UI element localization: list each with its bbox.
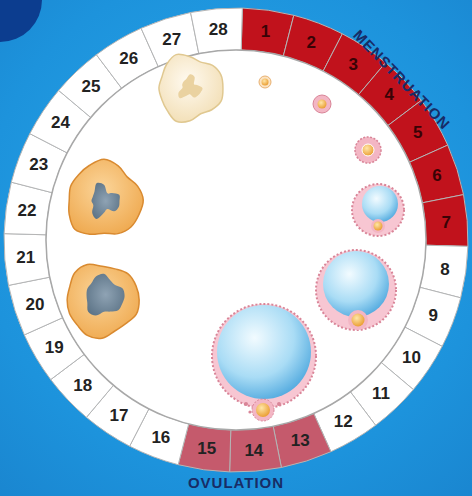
day-number: 8 [440, 261, 449, 278]
day-number: 5 [413, 124, 422, 141]
day-number: 24 [51, 114, 70, 131]
luteal-body [87, 274, 125, 316]
day-segment [422, 195, 468, 247]
day-number: 25 [81, 78, 100, 95]
luteal-body [67, 264, 139, 338]
day-segment [191, 8, 243, 54]
day-segment [230, 426, 282, 472]
luteal-body [69, 159, 144, 234]
day-number: 18 [73, 377, 92, 394]
day-number: 19 [45, 339, 64, 356]
day-number: 1 [261, 23, 270, 40]
day-number: 15 [197, 440, 216, 457]
day-number: 3 [348, 56, 357, 73]
day-number: 20 [26, 296, 45, 313]
day-number: 28 [209, 21, 228, 38]
day-number: 12 [334, 413, 353, 430]
day-number: 26 [119, 50, 138, 67]
day-number: 10 [402, 349, 421, 366]
luteal-body [91, 183, 119, 219]
inner-disc [46, 50, 426, 430]
day-number: 9 [428, 307, 437, 324]
day-number: 11 [372, 385, 390, 402]
day-number: 22 [18, 202, 37, 219]
phase-label: OVULATION [188, 475, 284, 490]
day-number: 7 [442, 214, 451, 231]
luteal-body [159, 54, 223, 122]
follicles [212, 76, 404, 421]
day-number: 17 [109, 407, 128, 424]
corpus-luteum [67, 54, 223, 338]
day-number: 14 [244, 442, 263, 459]
day-number: 6 [432, 167, 441, 184]
day-number: 21 [16, 249, 35, 266]
luteal-body [178, 74, 202, 98]
day-number: 13 [291, 432, 310, 449]
day-number: 2 [306, 34, 315, 51]
day-ring [4, 8, 468, 472]
day-number: 27 [162, 31, 181, 48]
day-number: 16 [151, 429, 170, 446]
phase-label: MENSTRUATION [351, 27, 453, 132]
day-segment [4, 234, 50, 286]
day-number: 23 [29, 156, 48, 173]
corner-disc [0, 0, 42, 42]
day-number: 4 [385, 86, 394, 103]
